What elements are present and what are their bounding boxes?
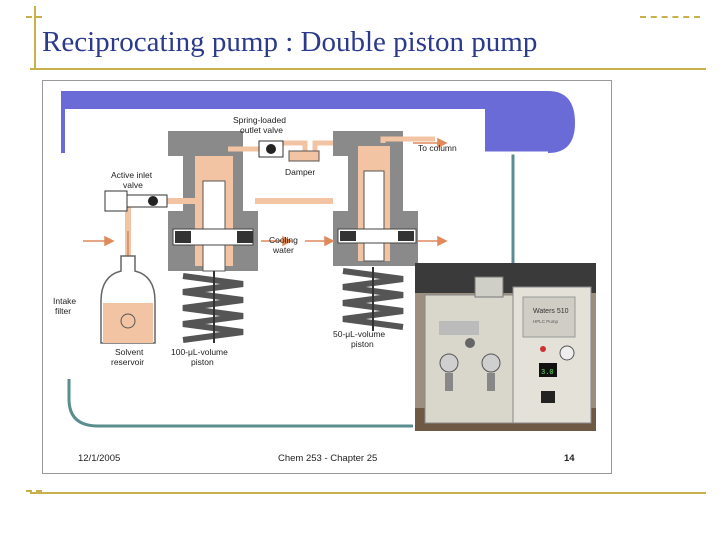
piston-100-label: 100-μL-volume bbox=[171, 347, 228, 357]
inlet-valve-label: Active inlet bbox=[111, 170, 153, 180]
left-seal bbox=[237, 231, 253, 243]
damper bbox=[288, 150, 320, 162]
pump-brand-sublabel: HPLC Pump bbox=[533, 319, 559, 324]
piston-100-label: piston bbox=[191, 357, 214, 367]
left-seal bbox=[175, 231, 191, 243]
solvent-reservoir-label: reservoir bbox=[111, 357, 144, 367]
piston-50-label: piston bbox=[351, 339, 374, 349]
left-pump-body bbox=[168, 131, 258, 272]
pump-left-unit bbox=[424, 294, 516, 424]
damper-label: Damper bbox=[285, 167, 315, 177]
right-seal bbox=[398, 231, 414, 241]
piston-50-label: 50-μL-volume bbox=[333, 329, 385, 339]
solvent-reservoir-label: Solvent bbox=[115, 347, 144, 357]
dash-decoration bbox=[26, 16, 42, 19]
cooling-water-label: water bbox=[272, 245, 294, 255]
power-switch bbox=[541, 391, 555, 403]
flow-display bbox=[539, 363, 557, 377]
slide-title: Reciprocating pump : Double piston pump bbox=[42, 26, 538, 58]
inlet-valve-label: valve bbox=[123, 180, 143, 190]
title-underline bbox=[30, 68, 706, 70]
indicator-light bbox=[540, 346, 546, 352]
to-column-label: To column bbox=[418, 143, 457, 153]
intake-filter-label: Intake bbox=[53, 296, 76, 306]
accent-vertical-line bbox=[34, 6, 36, 68]
intake-filter-label: filter bbox=[55, 306, 71, 316]
outlet-valve bbox=[258, 140, 284, 158]
left-piston bbox=[202, 180, 226, 272]
dash-decoration bbox=[640, 16, 700, 19]
teal-outline-shape bbox=[67, 371, 413, 428]
cooling-water-label: Cooling bbox=[269, 235, 298, 245]
slide-page-number: 14 bbox=[564, 453, 575, 464]
outlet-valve-label: outlet valve bbox=[240, 125, 283, 135]
dash-decoration bbox=[26, 490, 42, 493]
right-spring bbox=[342, 267, 404, 331]
inlet-valve bbox=[104, 190, 168, 212]
flow-display-value: 3.0 bbox=[541, 369, 554, 377]
dial-knob bbox=[559, 345, 575, 361]
pump-brand-label: Waters 510 bbox=[533, 308, 569, 315]
right-seal bbox=[340, 231, 356, 241]
outlet-valve-label: Spring-loaded bbox=[233, 115, 286, 125]
footer-rule bbox=[30, 492, 706, 494]
pump-photo: Waters 510 HPLC Pump 3.0 bbox=[415, 263, 596, 431]
diagram-labels: Spring-loaded outlet valve To column Act… bbox=[53, 115, 457, 367]
slide-footer-date: 12/1/2005 bbox=[78, 453, 121, 464]
right-piston bbox=[363, 170, 385, 262]
right-pump-body bbox=[333, 131, 418, 266]
left-spring bbox=[182, 271, 244, 343]
solvent-reservoir bbox=[100, 255, 156, 344]
pump-schematic: Spring-loaded outlet valve To column Act… bbox=[53, 115, 457, 367]
slide-footer-course: Chem 253 - Chapter 25 bbox=[278, 453, 378, 464]
